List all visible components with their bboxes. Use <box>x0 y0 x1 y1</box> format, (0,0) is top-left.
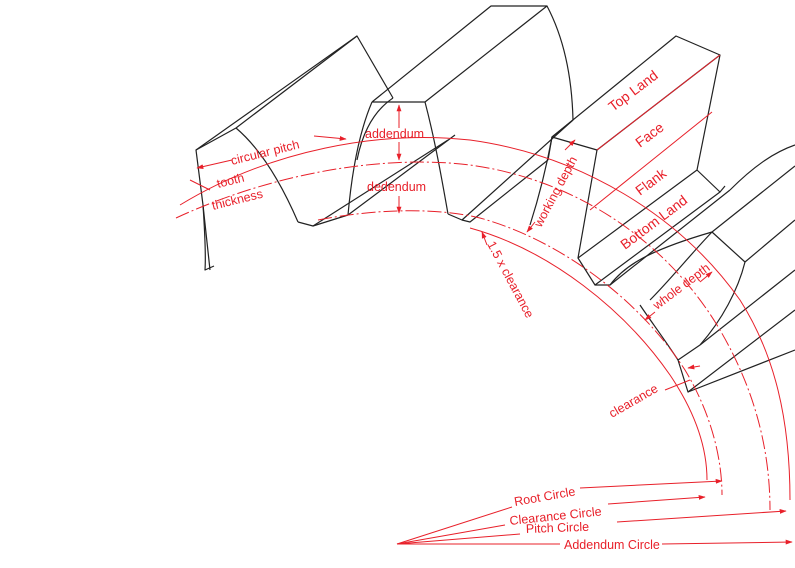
whole-depth-arrow-down <box>644 311 656 321</box>
addendum-circle-leader-b <box>661 539 793 545</box>
working-depth-arrow-up <box>564 139 576 151</box>
pitch-circle-label: Pitch Circle <box>526 520 590 536</box>
clearance-1-5-arrow <box>481 231 488 246</box>
gear-tooth-4 <box>609 144 795 393</box>
dedendum-label: dedendum <box>367 180 426 194</box>
top-land-boundary <box>596 54 721 151</box>
working-depth-arrow-down <box>526 221 536 233</box>
pitch-circle-leader-a <box>396 533 521 545</box>
circular-pitch-arrow-left <box>196 159 233 169</box>
clearance-leader <box>664 379 691 391</box>
gear-gap-1 <box>297 97 456 227</box>
circular-pitch-label: circular pitch <box>229 137 301 168</box>
clearance-label: clearance <box>607 381 661 420</box>
gear-outline <box>195 5 795 393</box>
face-label: Face <box>632 119 667 151</box>
circle-leaders <box>396 478 793 545</box>
gear-tooth-1 <box>195 35 394 271</box>
tooth-label: tooth <box>215 171 245 191</box>
reference-circles <box>175 137 791 511</box>
root-circle-label: Root Circle <box>513 484 576 509</box>
root-circle-leader-b <box>579 478 723 489</box>
clearance-arrow <box>687 364 701 370</box>
addendum-circle-arc <box>179 137 791 501</box>
dimension-lines <box>189 54 793 545</box>
tooth-thickness-leader <box>189 179 211 191</box>
annotation-labels: circular pitch tooth thickness addendum … <box>210 67 712 552</box>
clearance-circle-arc <box>317 210 723 496</box>
face-flank-boundary <box>589 111 713 211</box>
clearance-circle-leader-a <box>396 524 506 545</box>
addendum-circle-label: Addendum Circle <box>564 538 660 552</box>
addendum-label: addendum <box>365 127 424 141</box>
clearance-circle-leader-b <box>607 495 706 505</box>
root-circle-leader-a <box>396 506 513 545</box>
root-circle-arc <box>469 227 708 481</box>
working-depth-label: working depth <box>531 154 580 230</box>
pitch-circle-leader-b <box>616 508 787 523</box>
pitch-circle-arc <box>175 161 771 511</box>
whole-depth-arrow-up <box>699 271 713 283</box>
circular-pitch-arrow-right <box>313 135 347 141</box>
flank-label: Flank <box>632 164 670 198</box>
